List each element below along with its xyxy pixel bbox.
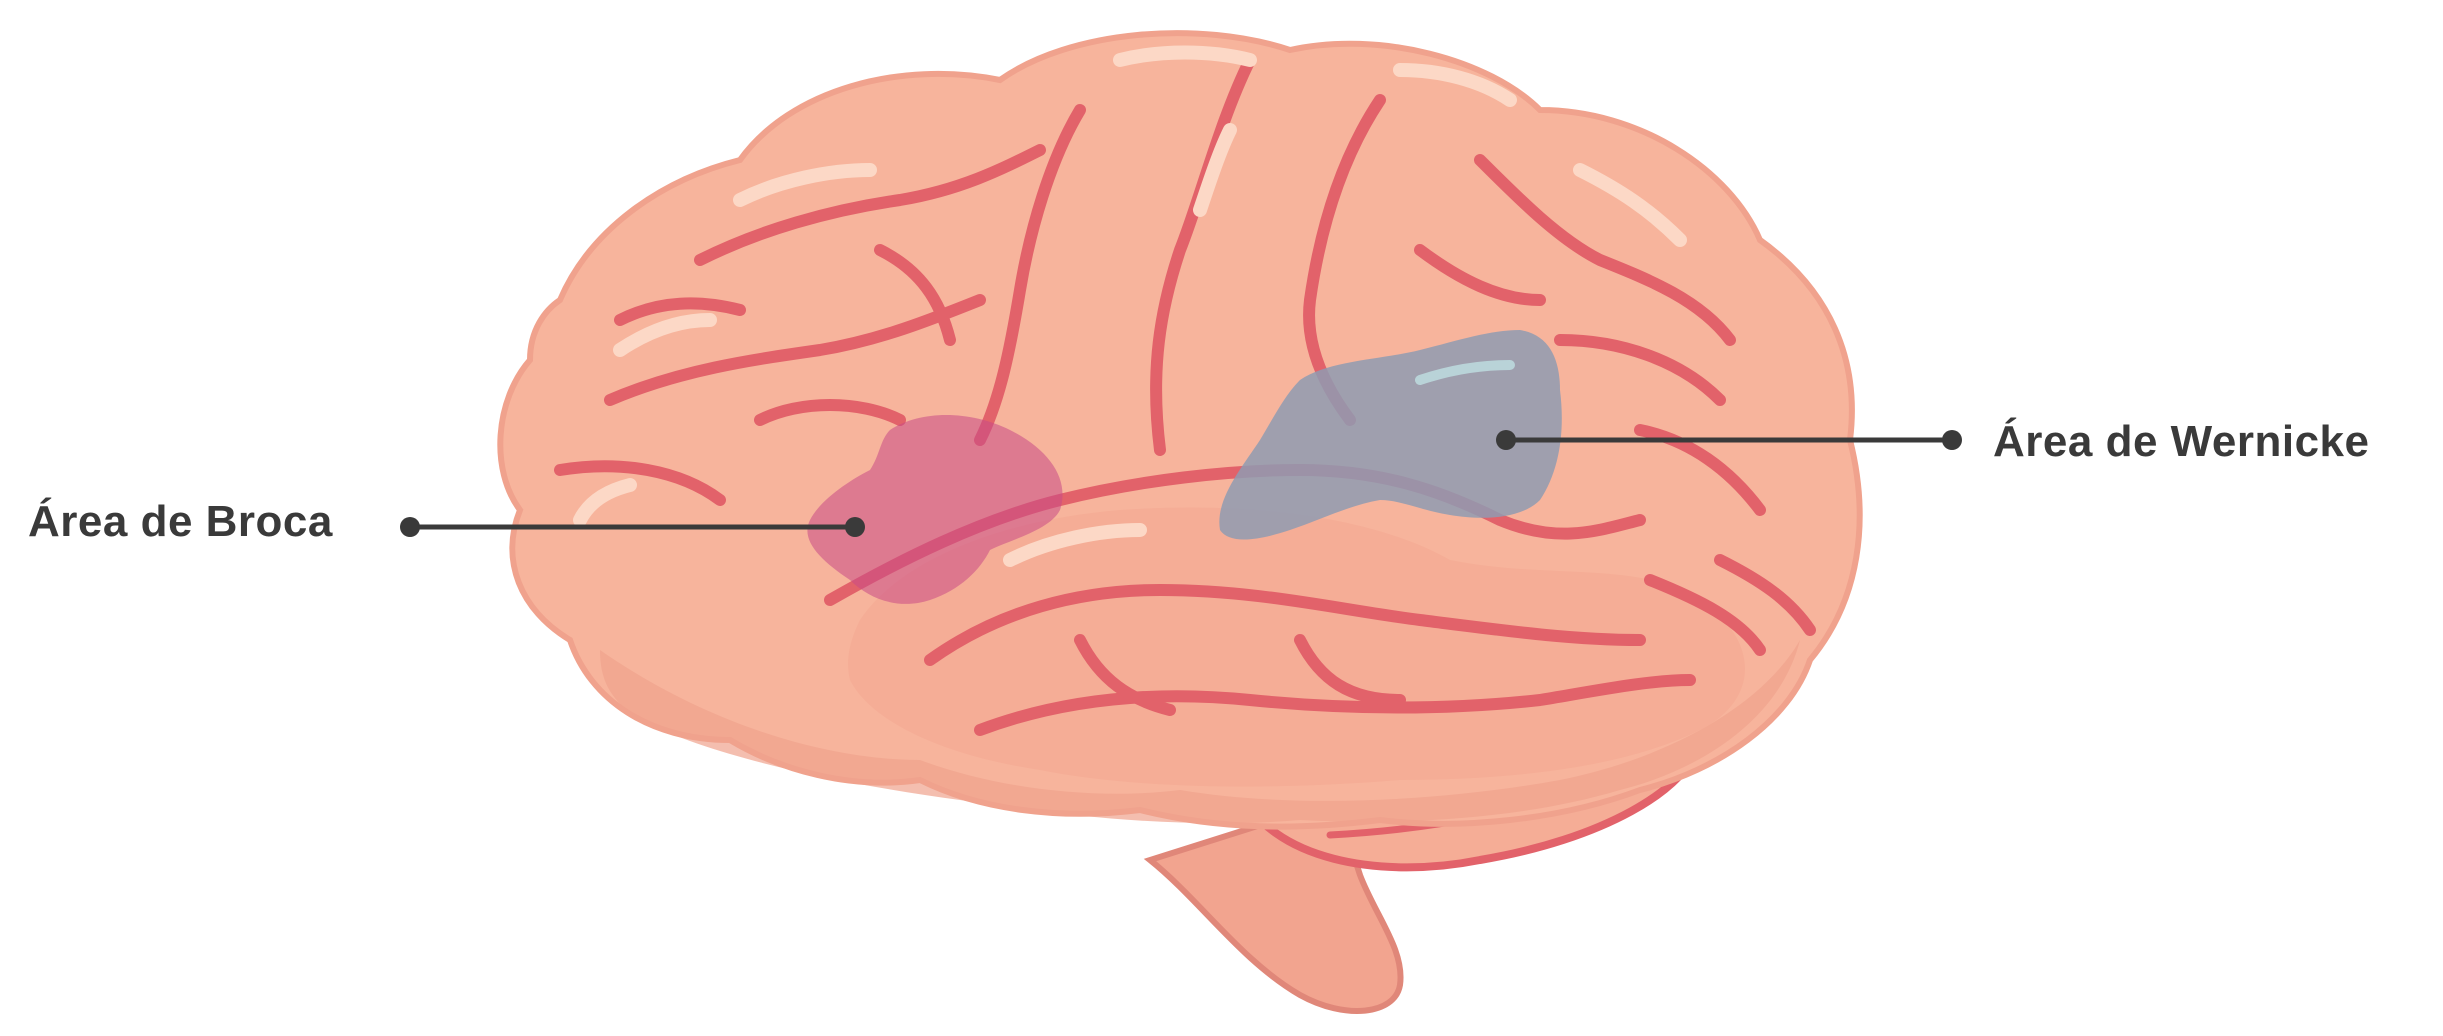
wernicke-area-label: Área de Wernicke	[1993, 420, 2369, 464]
broca-area-label: Área de Broca	[28, 500, 333, 544]
wernicke-leader-dot-left	[1496, 430, 1516, 450]
wernicke-leader-dot-right	[1942, 430, 1962, 450]
broca-leader-dot-right	[845, 517, 865, 537]
broca-leader-dot-left	[400, 517, 420, 537]
